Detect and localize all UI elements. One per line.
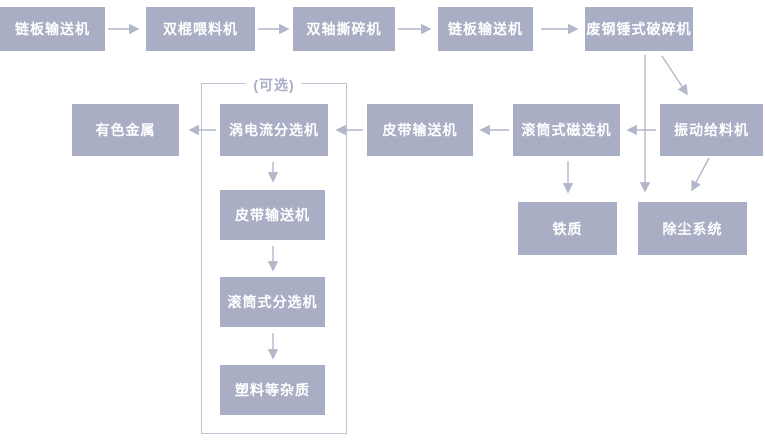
optional-group-frame: (可选) [201, 75, 347, 434]
node-eddy-current-separator: 涡电流分选机 [220, 104, 328, 156]
node-belt-conveyor-1: 皮带输送机 [367, 104, 473, 156]
node-chain-conveyor-1: 链板输送机 [0, 7, 105, 51]
optional-group-label: (可选) [246, 75, 302, 95]
node-chain-conveyor-2: 链板输送机 [438, 7, 533, 51]
node-double-roller-feeder: 双棍喂料机 [146, 7, 255, 51]
node-double-shaft-shredder: 双轴撕碎机 [293, 7, 395, 51]
node-dust-removal-system: 除尘系统 [638, 202, 747, 255]
arrow-vibrating-to-dust [691, 157, 710, 192]
node-vibrating-feeder: 振动给料机 [660, 104, 763, 156]
node-drum-magnetic-separator: 滚筒式磁选机 [513, 104, 620, 156]
node-drum-separator: 滚筒式分选机 [220, 277, 325, 327]
node-iron-output: 铁质 [518, 202, 617, 255]
node-nonferrous-metal: 有色金属 [72, 104, 179, 156]
node-scrap-steel-hammer-crusher: 废钢锤式破碎机 [585, 7, 693, 51]
node-belt-conveyor-2: 皮带输送机 [220, 190, 325, 240]
node-plastic-impurities: 塑料等杂质 [220, 365, 325, 415]
arrow-crusher-to-vibrating [661, 55, 688, 96]
